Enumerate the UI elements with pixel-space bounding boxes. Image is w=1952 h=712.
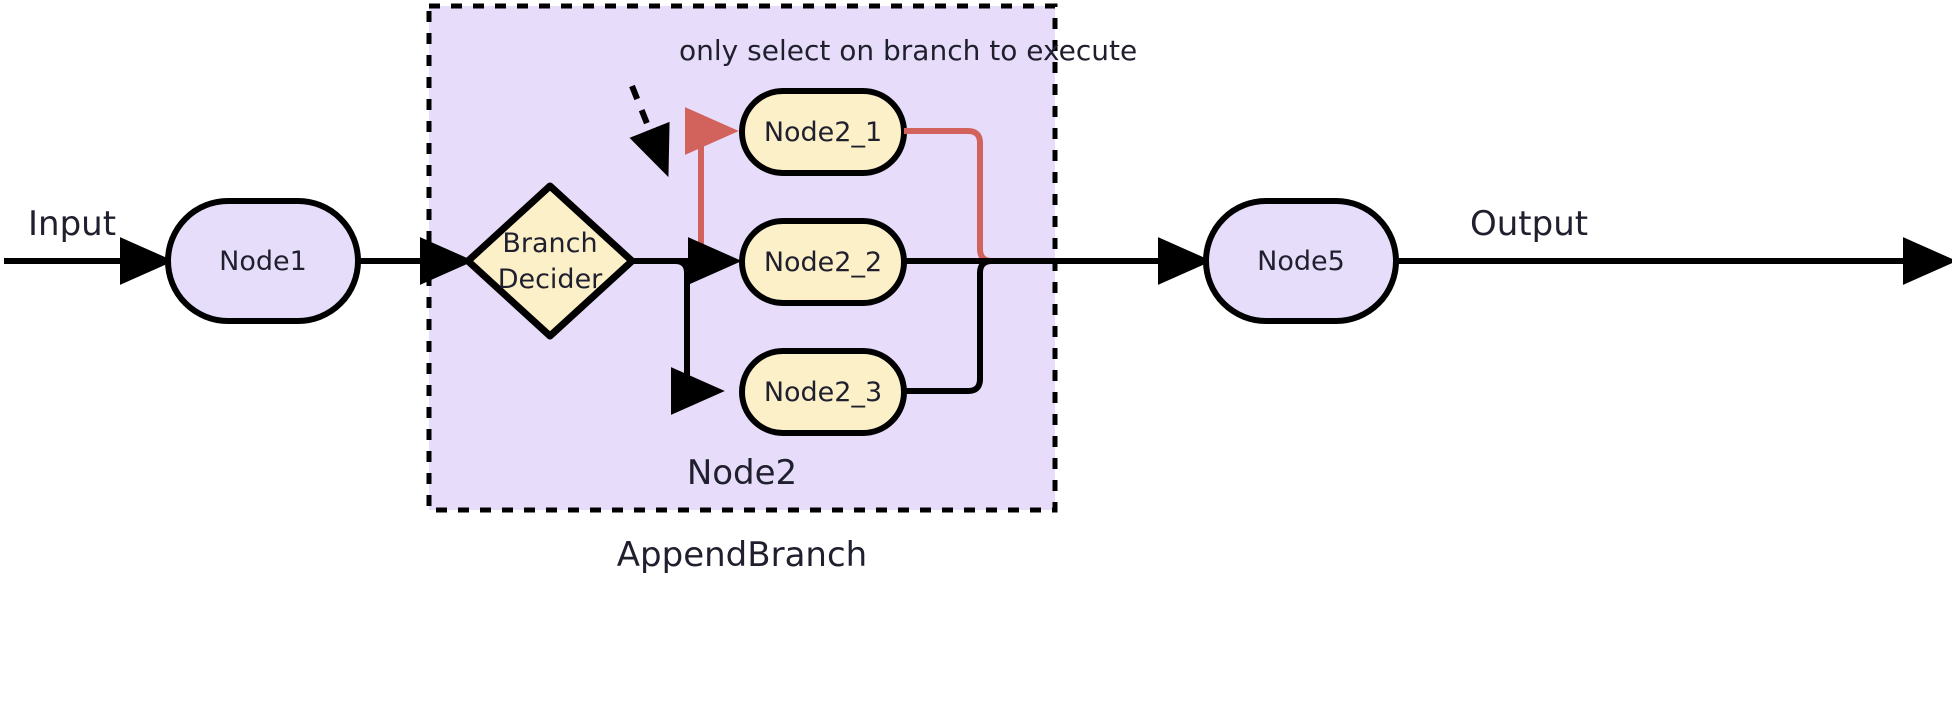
append-branch-title-label: AppendBranch [617, 535, 867, 575]
node-node1-label: Node1 [219, 246, 307, 277]
edge-decider-to-branch3 [670, 258, 725, 415]
node-branch-decider[interactable] [464, 182, 636, 340]
node-node5[interactable] [1203, 198, 1399, 324]
node-node1[interactable] [165, 198, 361, 324]
node-node2-1-label: Node2_1 [764, 117, 882, 148]
node2-group-label: Node2 [687, 453, 797, 493]
node-node2-2-label: Node2_2 [764, 247, 882, 278]
node-node5-label: Node5 [1257, 246, 1345, 277]
edge-branch3-to-merge [904, 258, 1000, 394]
branch-note-label: only select on branch to execute [679, 34, 1137, 67]
node-branch-decider-label-line1: Branch [502, 228, 597, 259]
input-label: Input [28, 204, 116, 244]
output-label: Output [1470, 204, 1588, 244]
node-branch-decider-label-line2: Decider [498, 264, 603, 295]
node-node2-3-label: Node2_3 [764, 377, 882, 408]
